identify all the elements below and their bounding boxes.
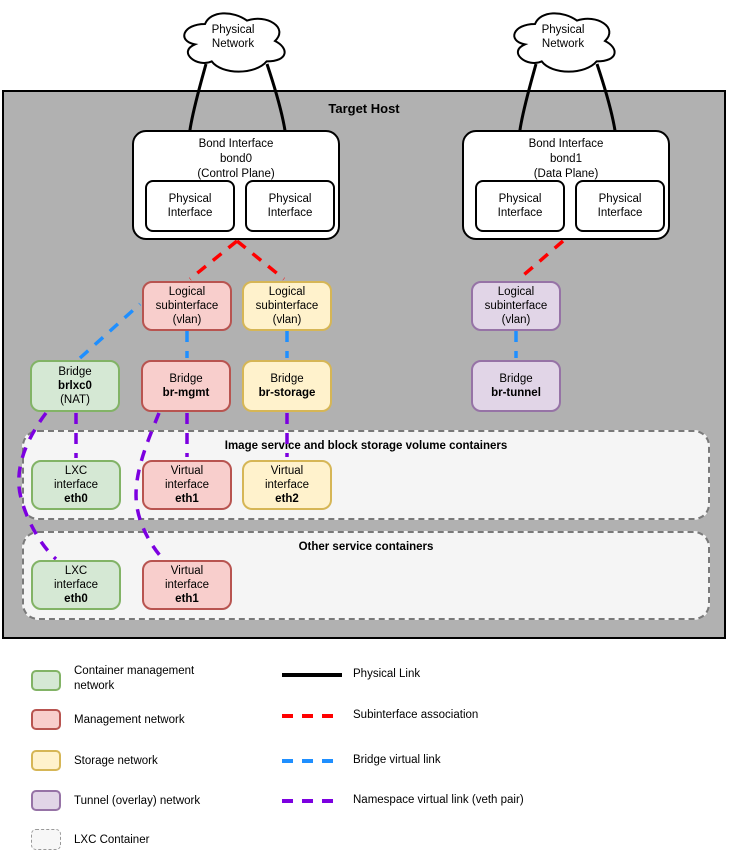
legend-label: Management network: [74, 714, 185, 726]
bond0-box: Bond Interface bond0 (Control Plane) Phy…: [132, 130, 340, 240]
legend-line-label: Subinterface association: [353, 709, 479, 721]
lxc-container-image-storage: Image service and block storage volume c…: [22, 430, 710, 520]
bond1-box: Bond Interface bond1 (Data Plane) Physic…: [462, 130, 670, 240]
physical-interface-box: Physical Interface: [575, 180, 665, 232]
subinterface-mgmt-box: Logical subinterface (vlan): [142, 281, 232, 331]
target-host-title: Target Host: [328, 101, 400, 116]
legend-line-namespace: [282, 799, 342, 803]
legend-line-label: Physical Link: [353, 668, 421, 680]
physical-interface-box: Physical Interface: [245, 180, 335, 232]
legend-line-label: Namespace virtual link (veth pair): [353, 794, 524, 806]
legend-line-physical: [282, 673, 342, 677]
bridge-br-storage-box: Bridge br-storage: [242, 360, 332, 412]
legend-swatch-tunnel: [31, 790, 61, 811]
bond0-label: Bond Interface bond0 (Control Plane): [197, 138, 275, 180]
legend-label: Tunnel (overlay) network: [74, 795, 201, 807]
legend-line-subinterface: [282, 714, 342, 718]
legend-swatch-lxc-container: [31, 829, 61, 850]
c1-virtual-eth1-box: Virtual interface eth1: [142, 460, 232, 510]
c2-lxc-eth0-box: LXC interface eth0: [31, 560, 121, 610]
bridge-brlxc0-box: Bridge brlxc0 (NAT): [30, 360, 120, 412]
legend-label: Storage network: [74, 755, 158, 767]
c1-virtual-eth2-box: Virtual interface eth2: [242, 460, 332, 510]
legend-swatch-mgmt: [31, 709, 61, 730]
legend-line-bridge: [282, 759, 342, 763]
container-title: Other service containers: [298, 541, 434, 553]
subinterface-tunnel-box: Logical subinterface (vlan): [471, 281, 561, 331]
cloud-label-left: Physical Network: [211, 24, 255, 50]
bridge-br-mgmt-box: Bridge br-mgmt: [141, 360, 231, 412]
legend-label: Container management network: [74, 665, 195, 692]
c2-virtual-eth1-box: Virtual interface eth1: [142, 560, 232, 610]
subinterface-storage-box: Logical subinterface (vlan): [242, 281, 332, 331]
legend-swatch-storage: [31, 750, 61, 771]
bond1-label: Bond Interface bond1 (Data Plane): [528, 138, 604, 180]
legend-label: LXC Container: [74, 834, 150, 846]
c1-lxc-eth0-box: LXC interface eth0: [31, 460, 121, 510]
legend-swatch-container-mgmt: [31, 670, 61, 691]
bridge-br-tunnel-box: Bridge br-tunnel: [471, 360, 561, 412]
lxc-container-other-services: Other service containers: [22, 531, 710, 620]
cloud-label-right: Physical Network: [541, 24, 585, 50]
container-title: Image service and block storage volume c…: [224, 440, 508, 452]
legend-line-label: Bridge virtual link: [353, 754, 441, 766]
physical-interface-box: Physical Interface: [145, 180, 235, 232]
physical-interface-box: Physical Interface: [475, 180, 565, 232]
